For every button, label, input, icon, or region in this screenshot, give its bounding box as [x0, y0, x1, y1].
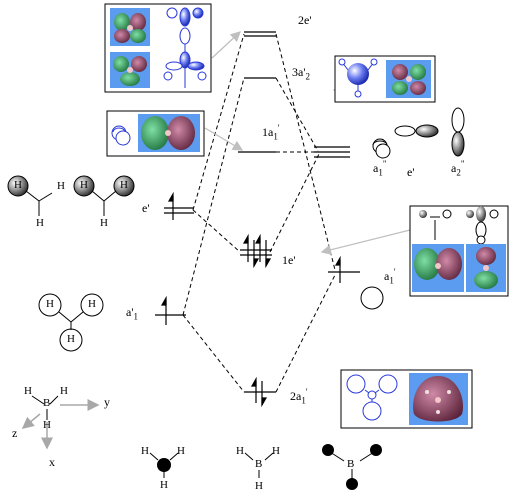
correlation-lines: [182, 33, 336, 393]
label-1a1-main: 1a: [262, 125, 274, 139]
left-a1-electrons: [160, 295, 167, 325]
label-left-a1-main: a': [126, 305, 134, 319]
bottom-atom-h: H: [272, 445, 280, 457]
label-2e-prime: 2e': [298, 13, 312, 27]
bh3-skeleton: [244, 452, 274, 478]
atom-h: H: [80, 179, 88, 191]
label-ra1dp-sub: 1: [378, 167, 383, 178]
inset-1a1-content: [111, 114, 200, 152]
label-left-e-prime: e': [142, 201, 150, 215]
inset-2a1-content: [346, 374, 398, 421]
atom-h: H: [67, 333, 75, 345]
label-ra2dp-sub: 2: [456, 167, 461, 178]
bottom-atom-h: H: [177, 445, 185, 457]
inset-3a2-content: [338, 58, 431, 98]
label-ra2dp-sup: ": [460, 159, 465, 169]
label-3a2-prime: 3a'2: [292, 66, 310, 81]
axis-atom-h: H: [24, 385, 32, 397]
label-ra1p-sub: 1: [389, 275, 394, 286]
inset-2a1-rendered-orbital: [409, 373, 468, 425]
label-right-e-prime: e': [407, 165, 415, 179]
bh3-h-orbital-sketch: [149, 452, 179, 478]
inset-2e-lobe-sketches: [163, 7, 207, 88]
label-ra1dp-main: a: [373, 161, 379, 175]
atom-h: H: [36, 217, 44, 229]
atom-h: H: [88, 298, 96, 310]
label-2a1-sup: ': [305, 387, 308, 397]
label-ra1p-main: a: [384, 269, 390, 283]
axis-label-y: y: [104, 395, 110, 409]
label-1a1-sub: 1: [273, 131, 278, 142]
inset-2e-rendered-orbitals: [110, 8, 150, 88]
label-1a1-prime: 1a1': [262, 124, 279, 141]
axis-label-z: z: [12, 426, 18, 440]
label-2a1-main: 2a: [290, 389, 302, 403]
bottom-atom-h: H: [141, 445, 149, 457]
bh3-b-orbital-sketch: [322, 444, 382, 490]
label-ra1dp-sup: ": [382, 159, 387, 169]
axis-label-x: x: [49, 455, 55, 469]
left-e-electrons: [167, 191, 174, 220]
axis-atom-b: B: [43, 397, 51, 409]
axis-atom-h: H: [60, 385, 68, 397]
label-left-a1-sub: 1: [133, 311, 139, 322]
label-right-a2-double-prime: a2": [451, 160, 465, 177]
bottom-atom-h: H: [255, 480, 263, 492]
electron-arrows-1e: [242, 233, 272, 269]
b-2s-orbital-sketch: [360, 286, 384, 310]
right-level-3p: [314, 146, 350, 158]
axis-atom-h: H: [43, 419, 51, 431]
bottom-atom-h: H: [236, 445, 244, 457]
atom-h: H: [14, 179, 22, 191]
level-2e-prime: [244, 31, 276, 37]
h3-a1-sketch: [38, 293, 104, 352]
bottom-atom-h: H: [160, 479, 168, 491]
right-a1-electrons: [334, 255, 341, 283]
label-1e-prime: 1e': [282, 253, 296, 267]
level-1e-prime: [240, 249, 272, 256]
atom-h: H: [100, 217, 108, 229]
label-2a1-prime: 2a1': [290, 388, 307, 405]
atom-h: H: [57, 180, 65, 192]
h3-e-sketch-1: [7, 175, 53, 216]
label-3a2-main: 3a': [292, 65, 306, 79]
label-2a1-sub: 1: [301, 395, 306, 406]
axis-system: [21, 395, 100, 450]
label-ra2dp-main: a: [451, 161, 457, 175]
bottom-atom-b: B: [255, 458, 263, 470]
b-2p-orbital-sketches: [372, 107, 465, 159]
label-ra1p-sup: ': [393, 267, 396, 277]
atom-h: H: [120, 179, 128, 191]
label-left-a1-prime: a'1: [126, 306, 138, 321]
h3-e-sketch-2: [73, 175, 135, 216]
label-3a2-sub: 2: [305, 71, 311, 82]
electron-arrows-2a1: [250, 376, 268, 408]
label-right-a1-double-prime: a1": [373, 160, 387, 177]
atom-h: H: [46, 298, 54, 310]
bottom-atom-b: B: [347, 458, 355, 470]
inset-1e-content: [412, 206, 506, 292]
label-right-a1-prime: a1': [384, 268, 395, 285]
label-1a1-sup: ': [277, 123, 280, 133]
left-level-e-prime: [164, 207, 194, 214]
